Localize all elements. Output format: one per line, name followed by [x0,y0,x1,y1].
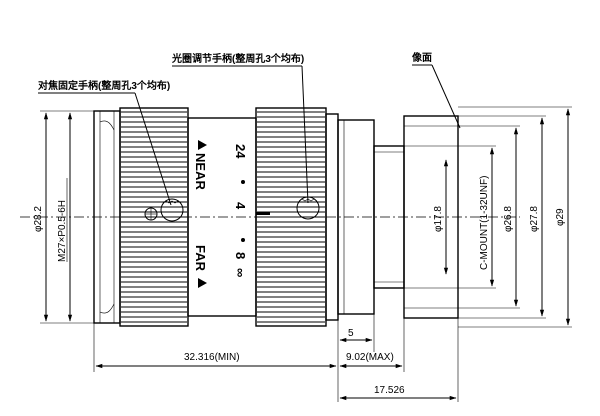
dim-phi-27-8: φ27.8 [529,206,540,232]
lens-body [93,107,459,327]
dim-phi-26-8: φ26.8 [503,206,514,232]
dim-phi-29: φ29 [555,208,566,226]
bottom-dimensions: 5 32.316(MIN) 9.02(MAX) 17.526 [93,288,459,402]
far-arrow-icon [198,278,207,288]
dim-phi-28-2: φ28.2 [33,206,44,232]
image-plane-note: 像面 [411,51,432,64]
infinity-mark: ∞ [233,268,248,277]
focus-handle-hole [160,198,184,222]
dim-length-5: 5 [348,328,354,339]
focus-handle-note: 对焦固定手柄(整周孔3个均布) [38,79,170,92]
annotation-notes: 对焦固定手柄(整周孔3个均布) 光圈调节手柄(整周孔3个均布) 像面 [38,51,461,206]
distance-mark-4: 4 [233,202,248,210]
dim-thread: M27×P0.5-6H [57,200,68,262]
scale-dot [241,238,245,242]
far-label: FAR [193,245,208,272]
distance-mark-8: 8 [233,252,248,259]
focus-scale: NEAR FAR 24 4 8 ∞ [193,140,270,288]
dim-c-mount: C-MOUNT(1-32UNF) [479,176,490,270]
dim-length-17-526: 17.526 [374,385,405,396]
near-label: NEAR [193,153,208,190]
dim-length-9-02: 9.02(MAX) [346,352,394,363]
scale-dot [241,180,245,184]
dim-length-32-316: 32.316(MIN) [184,352,240,363]
near-arrow-icon [198,140,207,150]
dim-phi-17-8: φ17.8 [433,206,444,232]
distance-mark-24: 24 [233,144,248,159]
left-dimensions: φ28.2 M27×P0.5-6H [33,110,94,324]
right-dimensions: φ17.8 C-MOUNT(1-32UNF) φ26.8 φ27.8 φ29 [404,106,572,328]
index-mark [256,212,270,215]
iris-handle-note: 光圈调节手柄(整周孔3个均布) [171,52,304,65]
